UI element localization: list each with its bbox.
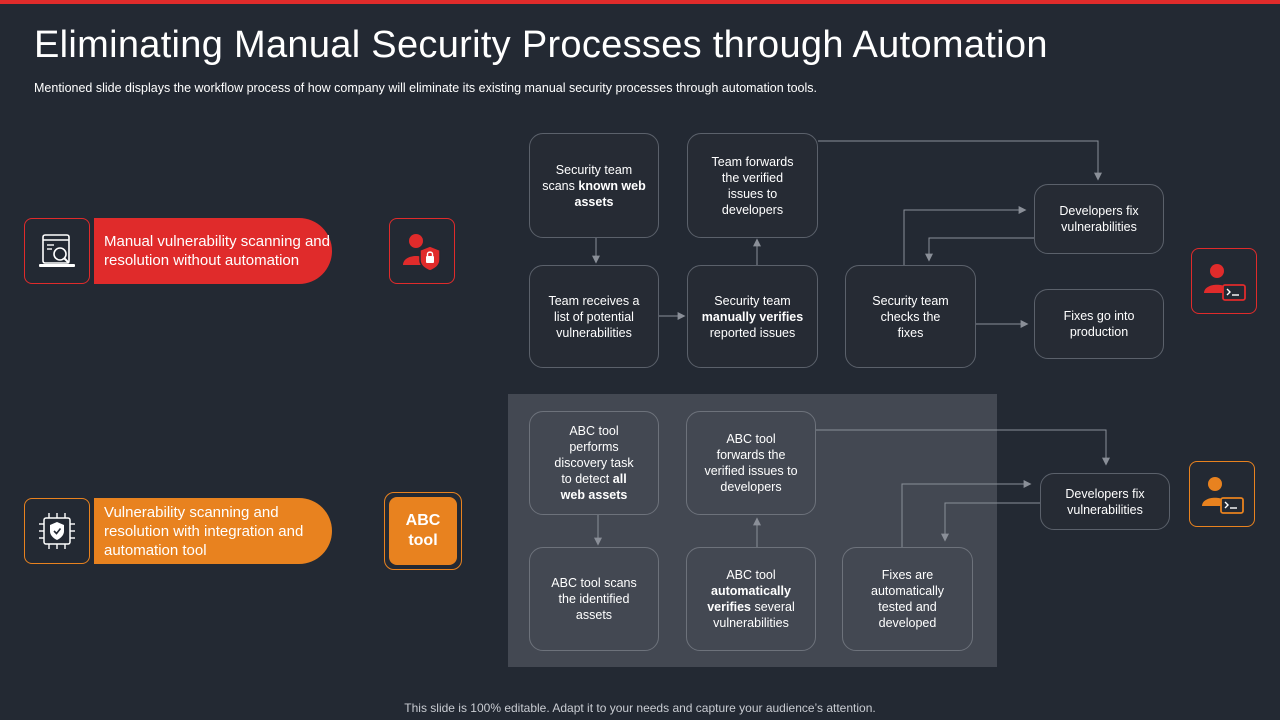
document-search-icon [39, 234, 75, 267]
automated-process-label: Vulnerability scanning and resolution wi… [94, 498, 332, 564]
top-accent-bar [0, 0, 1280, 4]
step-manual-receive: Team receives a list of potential vulner… [529, 265, 659, 368]
arrow-fix-to-tested [941, 502, 1040, 542]
footer-note: This slide is 100% editable. Adapt it to… [404, 701, 876, 715]
step-auto-discover: ABC tool performs discovery task to dete… [529, 411, 659, 515]
step-manual-check: Security team checks the fixes [845, 265, 976, 368]
automated-icon-box [24, 498, 90, 564]
automated-developer-icon-box [1189, 461, 1255, 527]
manual-process-label: Manual vulnerability scanning and resolu… [94, 218, 332, 284]
step-auto-fix: Developers fix vulnerabilities [1040, 473, 1170, 530]
manual-role-icon-box [389, 218, 455, 284]
step-auto-verify: ABC tool automatically verifies several … [686, 547, 816, 651]
step-manual-scan: Security team scans known web assets [529, 133, 659, 238]
step-auto-tested: Fixes are automatically tested and devel… [842, 547, 973, 651]
user-lock-icon [403, 234, 441, 272]
shield-chip-icon [39, 513, 75, 549]
step-manual-forward: Team forwards the verified issues to dev… [687, 133, 818, 238]
step-auto-forward: ABC tool forwards the verified issues to… [686, 411, 816, 515]
page-title: Eliminating Manual Security Processes th… [34, 24, 1048, 66]
arrow-forward-to-fix [818, 140, 1102, 181]
arrow-tested-to-fix [901, 480, 1032, 547]
step-auto-scan: ABC tool scans the identified assets [529, 547, 659, 651]
developer-icon [1202, 477, 1244, 514]
step-manual-production: Fixes go into production [1034, 289, 1164, 359]
step-manual-fix: Developers fix vulnerabilities [1034, 184, 1164, 254]
arrow-forward-to-fix-auto [816, 429, 1110, 466]
developer-icon [1204, 264, 1246, 301]
arrow-fix-to-check [925, 237, 1034, 262]
manual-scan-icon-box [24, 218, 90, 284]
abc-tool-badge: ABC tool [384, 492, 462, 570]
step-manual-verify: Security team manually verifies reported… [687, 265, 818, 368]
page-subtitle: Mentioned slide displays the workflow pr… [34, 81, 818, 95]
abc-tool-label: ABC tool [389, 497, 457, 565]
arrow-check-to-fix [903, 206, 1027, 265]
manual-developer-icon-box [1191, 248, 1257, 314]
